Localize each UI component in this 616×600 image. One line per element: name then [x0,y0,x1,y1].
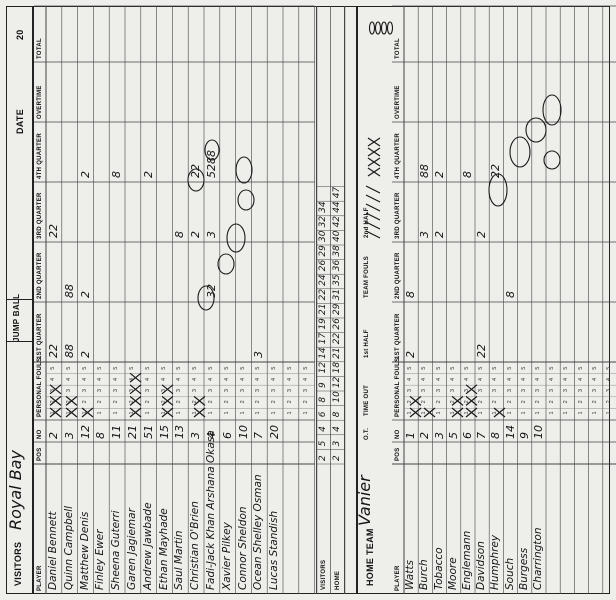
pen-circle [237,189,255,211]
pen-circle [543,150,561,170]
pen-stroke [423,407,436,418]
pen-stroke [465,384,478,395]
pen-circle [525,117,547,143]
pen-stroke [365,230,381,239]
pen-stroke [493,407,506,418]
pen-circle [380,21,388,35]
pen-circle [217,253,235,275]
pen-stroke [129,372,142,383]
pen-stroke [129,384,142,395]
pen-stroke [451,407,464,418]
pen-stroke [409,395,422,406]
pen-circle [488,173,508,207]
pen-stroke [409,407,422,418]
pen-stroke [161,407,174,418]
pen-stroke [367,147,381,157]
pen-stroke [49,407,62,418]
pen-stroke [365,212,381,221]
pen-circle [226,223,246,253]
pen-stroke [129,407,142,418]
pen-stroke [49,384,62,395]
pen-circle [368,21,376,35]
pen-stroke [465,395,478,406]
pen-stroke [193,407,206,418]
pen-circle [197,285,215,311]
pen-stroke [367,167,381,177]
pen-stroke [65,395,78,406]
pen-circle [235,156,253,184]
pen-stroke [193,395,206,406]
pen-stroke [367,137,381,147]
pen-stroke [465,407,478,418]
pen-stroke [65,407,78,418]
pen-stroke [365,203,381,212]
pen-circle [187,168,205,192]
pen-stroke [161,395,174,406]
pen-circle [386,21,394,35]
pen-stroke [365,221,381,230]
pen-stroke [81,407,94,418]
pen-stroke [367,157,381,167]
pen-stroke [365,185,381,194]
pen-stroke [365,194,381,203]
pen-stroke [129,395,142,406]
pen-circle [542,94,562,126]
pen-circle [509,136,531,168]
pen-stroke [49,395,62,406]
pen-stroke [451,395,464,406]
pen-stroke [161,384,174,395]
pen-circle [374,21,382,35]
pen-circle [204,139,220,161]
